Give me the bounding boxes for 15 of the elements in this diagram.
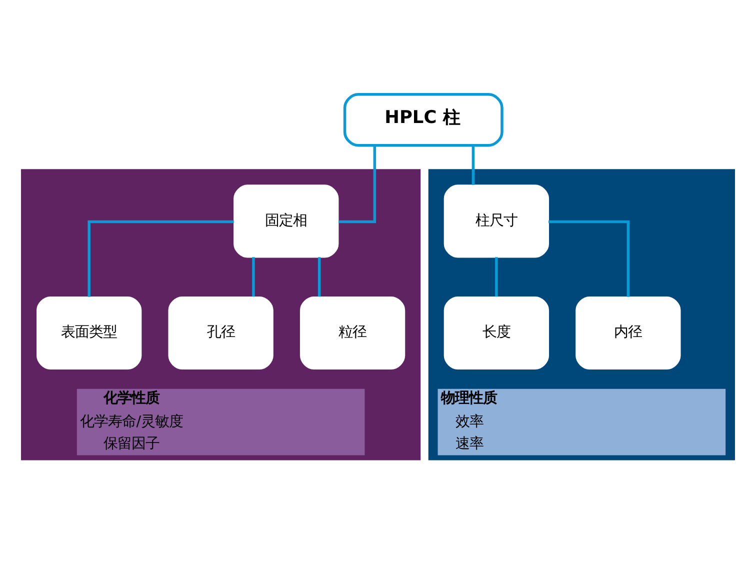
node-box: 内径 [576,296,681,370]
node-box: 固定相 [234,184,339,258]
connector [338,146,376,224]
node-box: 表面类型 [36,296,142,370]
node-box: 长度 [444,296,550,370]
connector [472,145,475,185]
node-box: 孔径 [168,296,274,370]
node-box: 柱尺寸 [444,184,550,258]
connector [495,257,498,297]
connector [318,257,321,297]
connector [88,220,234,297]
node-box: 粒径 [300,296,406,370]
connector [548,220,630,297]
node-box: HPLC 柱 [343,93,504,147]
connector [252,257,255,297]
